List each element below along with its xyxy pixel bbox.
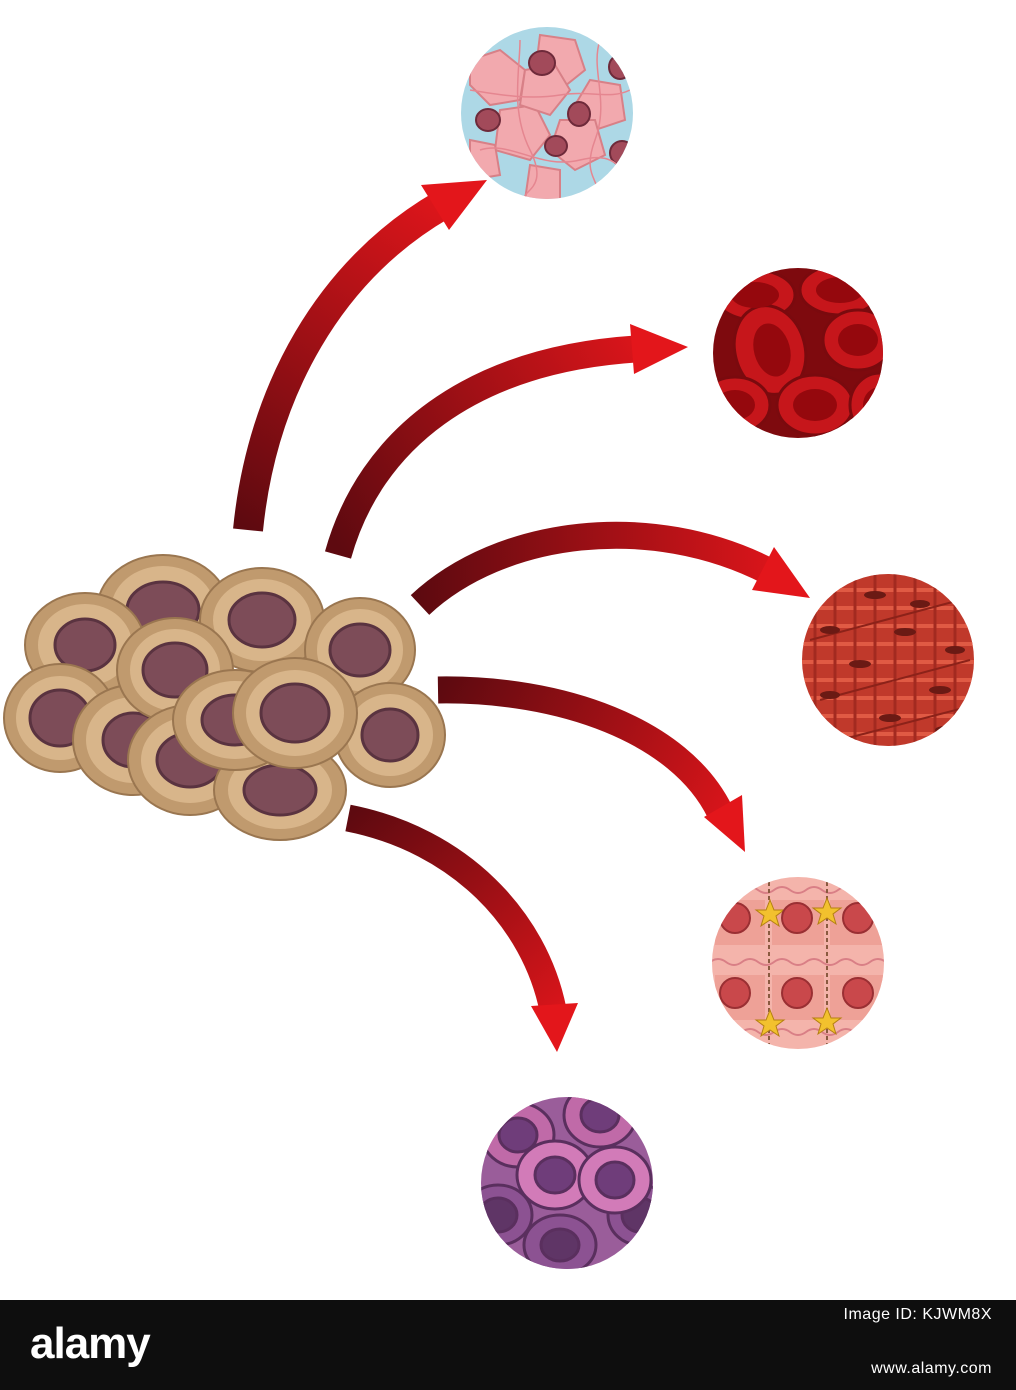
image-id-label: Image ID: KJWM8X xyxy=(843,1306,992,1323)
arrow-to-fat-tissue xyxy=(233,180,487,532)
fat-tissue-circle xyxy=(461,27,633,199)
stem-cell xyxy=(232,657,358,769)
arrow-to-muscle-tissue xyxy=(410,521,810,615)
arrow-to-heart-muscle xyxy=(437,676,745,852)
diagram-canvas xyxy=(3,27,974,1269)
svg-text:alamy: alamy xyxy=(30,1322,151,1368)
arrow-to-blood-cells xyxy=(324,324,688,559)
stem-cell-cluster xyxy=(3,554,446,841)
image-url-label: www.alamy.com xyxy=(871,1360,992,1377)
bone-marrow-cells-circle xyxy=(481,1097,653,1269)
alamy-logo: alamy xyxy=(30,1322,152,1368)
watermark-footer-bar: alamy Image ID: KJWM8X www.alamy.com xyxy=(0,1300,1016,1390)
blood-cells-circle xyxy=(713,268,883,438)
muscle-tissue-circle xyxy=(802,574,974,746)
arrow-to-marrow-cells xyxy=(345,804,578,1052)
heart-muscle-tissue-circle xyxy=(712,877,884,1049)
stem-cell xyxy=(334,682,446,788)
